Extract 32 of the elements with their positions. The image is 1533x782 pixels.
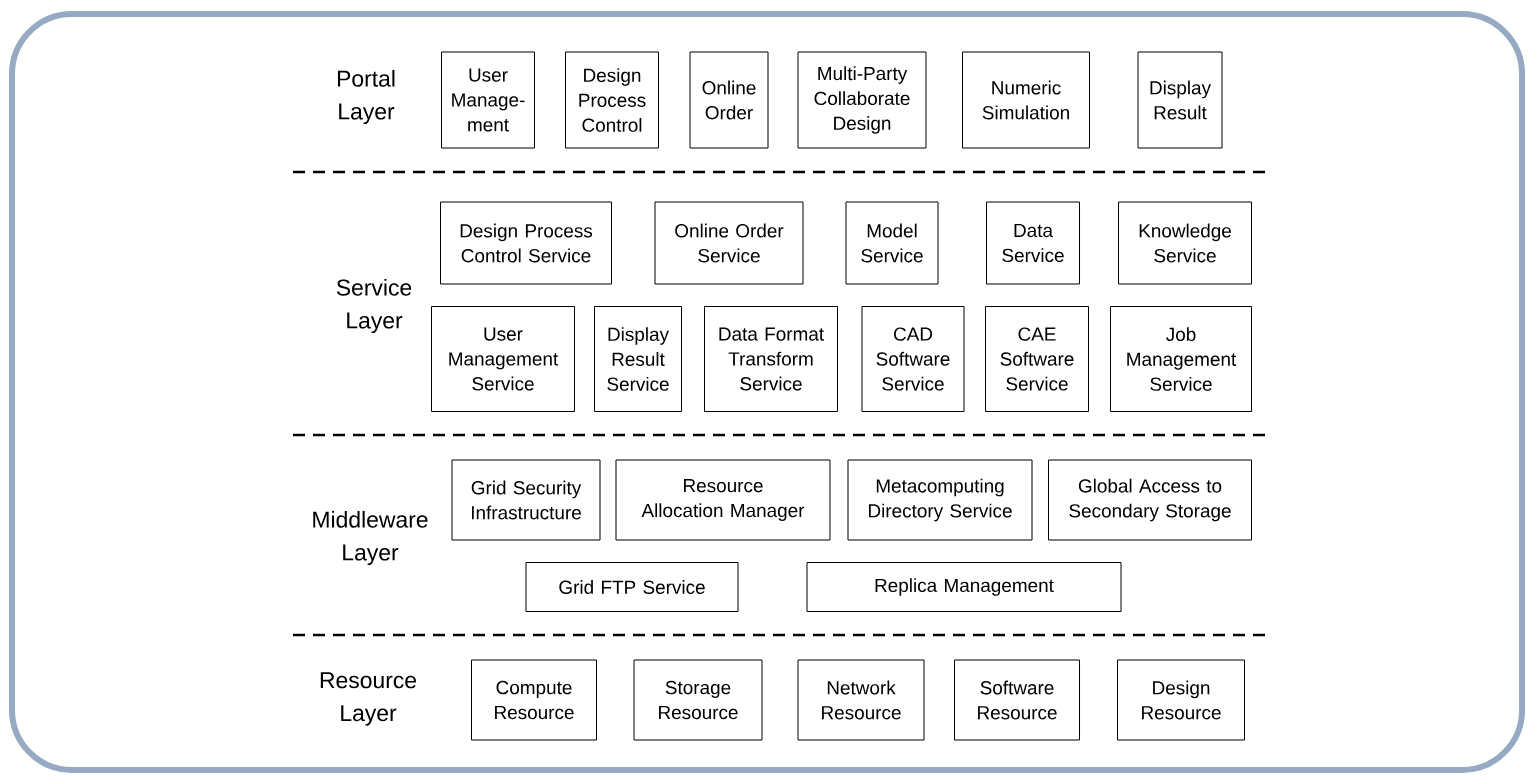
layer-label: Service Layer [336, 278, 412, 334]
component-box: Resource Allocation Manager [615, 459, 831, 541]
component-box: Data Service [986, 201, 1080, 285]
component-box: Compute Resource [471, 659, 597, 741]
component-box: Replica Management [806, 562, 1122, 612]
component-box: Online Order [689, 51, 769, 149]
component-box: CAD Software Service [861, 306, 965, 412]
layer-label: Resource Layer [320, 672, 416, 726]
component-box: Model Service [845, 201, 939, 285]
component-box: Display Result [1137, 51, 1223, 149]
component-box: Software Resource [954, 659, 1080, 741]
component-box: Storage Resource [633, 659, 763, 741]
component-box: Grid Security Infrastructure [451, 459, 601, 541]
component-box: Job Management Service [1110, 306, 1252, 412]
component-box: Metacomputing Directory Service [847, 459, 1033, 541]
component-box: Grid FTP Service [525, 562, 739, 612]
component-box: Multi-Party Collaborate Design [797, 51, 927, 149]
layer-label: Portal Layer [337, 69, 395, 125]
component-box: Online Order Service [654, 201, 804, 285]
component-box: CAE Software Service [985, 306, 1089, 412]
component-box: Global Access to Secondary Storage [1048, 459, 1252, 541]
component-box: Design Resource [1117, 659, 1245, 741]
layer-label: Middleware Layer [313, 510, 428, 566]
component-box: User Management Service [431, 306, 575, 412]
component-box: Network Resource [797, 659, 925, 741]
component-box: Display Result Service [594, 306, 682, 412]
component-box: User Manage-ment [441, 51, 535, 149]
component-box: Numeric Simulation [962, 51, 1090, 149]
component-box: Design Process Control [565, 51, 659, 149]
component-box: Data Format Transform Service [704, 306, 838, 412]
component-box: Design Process Control Service [440, 201, 612, 285]
component-box: Knowledge Service [1118, 201, 1252, 285]
